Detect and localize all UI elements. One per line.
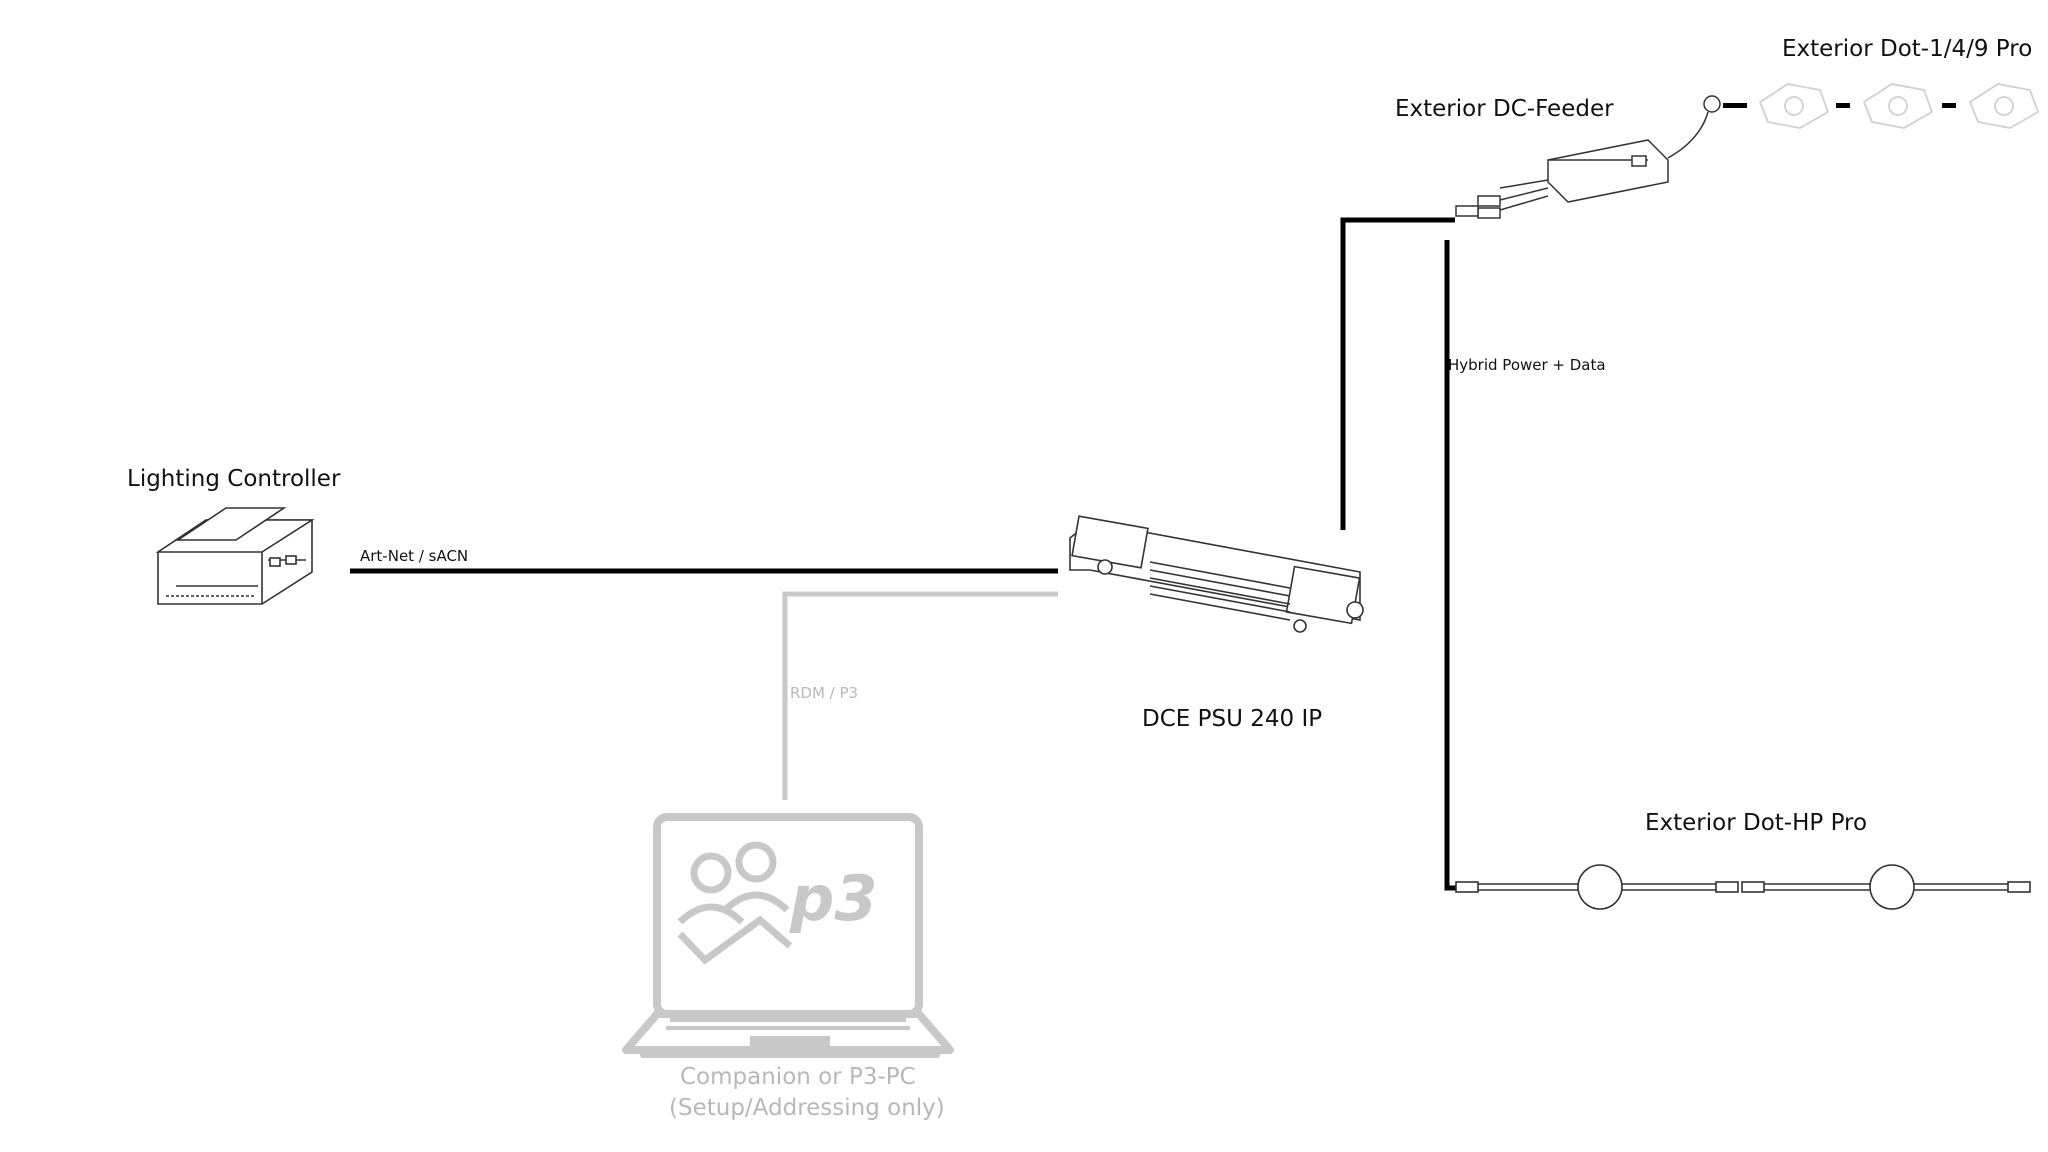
dot-hp-label: Exterior Dot-HP Pro — [1645, 810, 1868, 836]
dash-1 — [1723, 103, 1747, 108]
p3-logo-text: p3 — [789, 862, 878, 935]
feeder-label: Exterior DC-Feeder — [1395, 96, 1614, 122]
hybrid-label: Hybrid Power + Data — [1448, 356, 1606, 374]
dot-pro-icon — [1758, 83, 2040, 129]
hybrid-line — [1444, 240, 1462, 891]
psu-icon — [1069, 515, 1364, 633]
dc-feeder-icon — [1455, 95, 1721, 219]
p3-logo-icon — [677, 841, 793, 965]
laptop-label-line1: Companion or P3-PC — [680, 1064, 916, 1090]
rdm-label: RDM / P3 — [790, 684, 859, 702]
laptop-icon — [622, 813, 954, 1054]
dash-2 — [1836, 103, 1850, 108]
artnet-label: Art-Net / sACN — [360, 547, 469, 565]
rdm-line — [782, 591, 1058, 800]
dot-pro-label: Exterior Dot-1/4/9 Pro — [1782, 36, 2033, 62]
feeder-line — [1340, 217, 1455, 530]
laptop-label-line2: (Setup/Addressing only) — [669, 1095, 945, 1121]
dash-3 — [1942, 103, 1956, 108]
lighting-controller-icon — [155, 507, 315, 605]
dot-hp-icon — [1455, 864, 2031, 910]
laptop-keyboard — [640, 1018, 940, 1058]
psu-label: DCE PSU 240 IP — [1142, 706, 1323, 732]
lighting-controller-label: Lighting Controller — [127, 466, 341, 492]
